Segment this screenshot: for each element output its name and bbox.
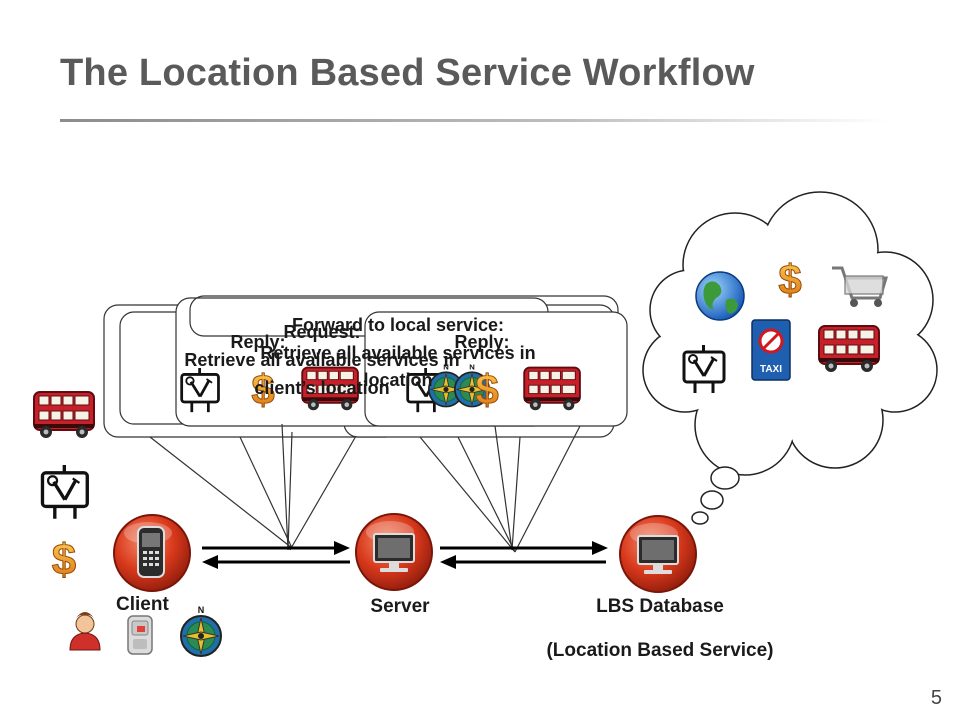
lbs-database-subtitle: (Location Based Service) xyxy=(546,640,773,661)
client-node xyxy=(113,514,191,592)
dollar-icon xyxy=(777,256,803,302)
workflow-arrows xyxy=(202,541,608,569)
server-label: Server xyxy=(370,596,430,617)
mobile-phone-icon xyxy=(127,615,153,655)
lbs-database-node xyxy=(619,515,697,593)
no-taxi-sign-icon: TAXI xyxy=(751,319,791,381)
lbs-database-label: LBS Database xyxy=(596,596,724,617)
page-number: 5 xyxy=(930,687,942,709)
client-label: Client xyxy=(116,594,169,615)
slide-title: The Location Based Service Workflow xyxy=(60,52,755,94)
forward-label-3: location xyxy=(363,370,432,390)
dollar-icon xyxy=(474,366,500,412)
title-divider xyxy=(60,119,890,122)
request-label-3: client’s location xyxy=(254,378,389,398)
forward-label-1: Forward to local service: xyxy=(292,315,504,335)
globe-icon xyxy=(695,271,745,321)
restaurant-sign-icon xyxy=(40,465,89,521)
server-node xyxy=(355,513,433,591)
request-label-2: Retrieve all available services in xyxy=(184,350,459,370)
request-label-1: Request: xyxy=(283,322,360,342)
svg-text:TAXI: TAXI xyxy=(760,364,782,375)
shopping-cart-icon xyxy=(832,266,889,307)
callout-text: Forward to local service: Reply: Request… xyxy=(184,315,535,398)
reply-left-label: Reply: xyxy=(230,332,285,352)
double-decker-bus-icon xyxy=(33,391,95,439)
forward-label-2: Retrieve all available services in xyxy=(260,343,535,363)
dollar-icon xyxy=(51,535,77,583)
reply-right-label: Reply: xyxy=(454,332,509,352)
compass-icon xyxy=(180,604,222,657)
person-icon xyxy=(69,612,101,651)
